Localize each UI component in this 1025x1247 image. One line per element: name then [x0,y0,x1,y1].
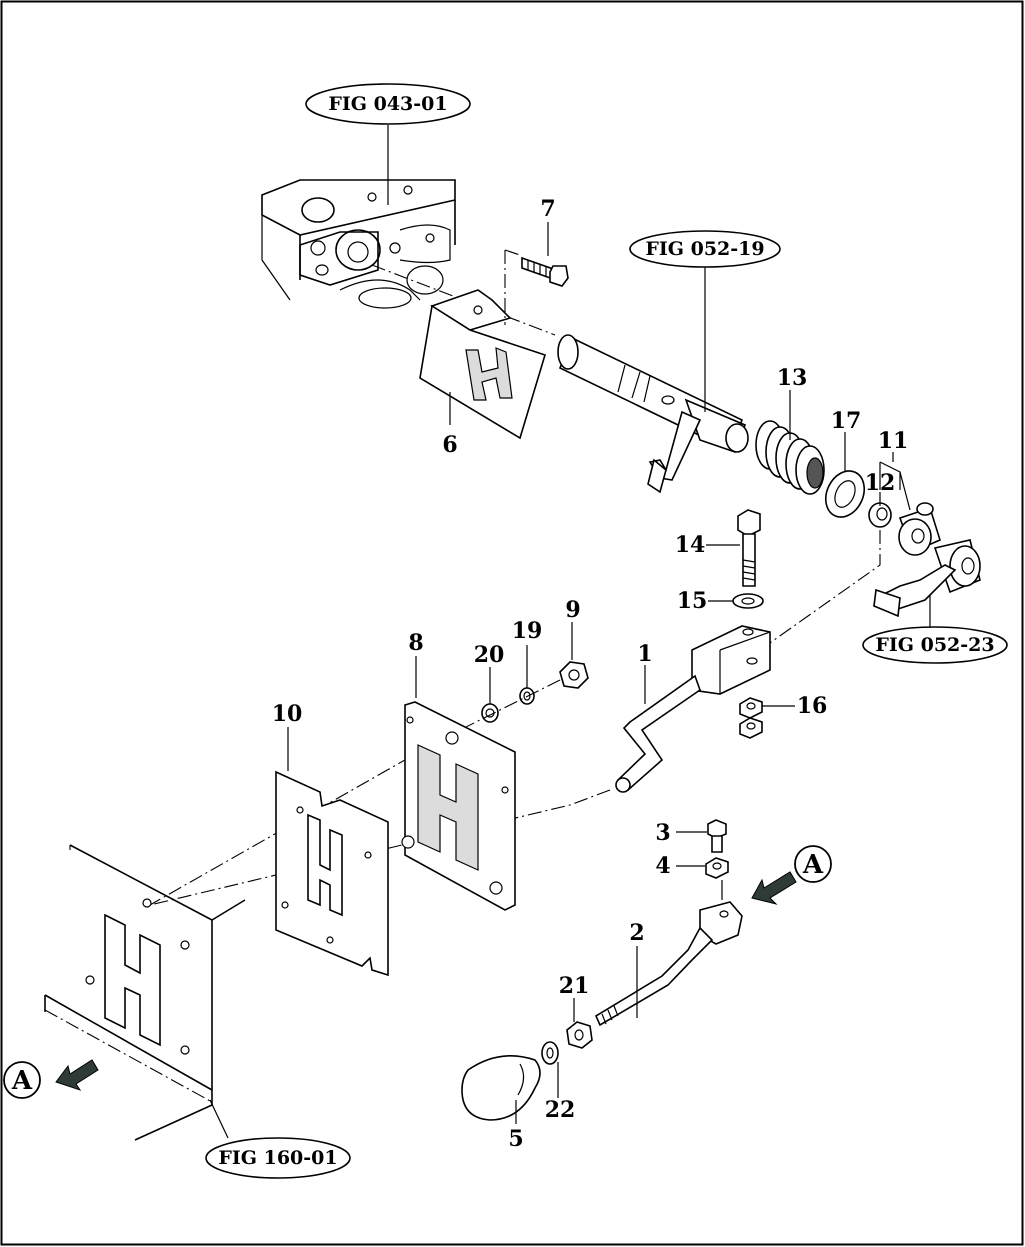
view-arrow-icon [751,871,797,905]
callout-1: 1 [637,641,652,667]
callout-12: 12 [865,470,896,496]
callout-15: 15 [677,588,708,614]
part-12-bushing [868,502,892,528]
ref-fig-052-23-label: FIG 052-23 [875,634,994,656]
part-17-washer [824,470,866,518]
ref-fig-052-23: FIG 052-23 [862,626,1008,664]
ref-fig-052-19: FIG 052-19 [629,230,781,268]
part-10-h-gate-plate [275,770,389,977]
callout-10: 10 [272,701,303,727]
leader-lines [209,125,931,1139]
callout-6: 6 [442,432,457,458]
transmission-housing [261,179,556,336]
part-15-washer [732,593,764,609]
view-a-label-right: A [802,850,824,880]
callout-7: 7 [540,196,555,222]
part-19-lock-washer [519,687,535,705]
part-14-bolt [737,509,761,587]
callout-14: 14 [675,532,706,558]
part-3-bolt [707,819,727,853]
view-a-marker-left: A [3,1059,99,1099]
part-5-knob [461,1054,541,1121]
ref-fig-043-01-label: FIG 043-01 [328,93,447,115]
part-2-lever-extension [594,880,743,1027]
ref-fig-052-19-label: FIG 052-19 [645,238,764,260]
part-4-nut [705,857,729,879]
callout-2: 2 [629,920,644,946]
callout-22: 22 [545,1097,576,1123]
part-7-bolt [504,249,569,325]
part-11-collar [879,461,941,556]
callout-20: 20 [474,642,505,668]
callout-3: 3 [655,820,670,846]
view-arrow-icon [55,1059,99,1091]
part-8-h-gate-plate [401,701,516,911]
callout-19: 19 [512,618,543,644]
callout-11: 11 [878,428,909,454]
callout-16: 16 [797,693,828,719]
callout-9: 9 [565,597,580,623]
part-21-nut [566,1021,593,1049]
callout-21: 21 [559,973,590,999]
callout-17: 17 [831,408,862,434]
part-callouts: 7 13 17 11 12 6 14 15 16 1 9 19 20 8 10 … [272,196,909,1152]
ref-fig-043-01: FIG 043-01 [305,83,471,125]
view-a-marker-right: A [751,845,832,905]
view-a-label-left: A [11,1066,33,1096]
part-13-spring [755,420,825,495]
callout-5: 5 [508,1126,523,1152]
fender-console [44,844,246,1141]
ref-fig-160-01: FIG 160-01 [205,1137,351,1179]
part-20-washer [481,703,499,723]
callout-4: 4 [655,853,670,879]
part-16-nuts [739,697,763,739]
shift-lever-fig-052-23 [759,530,981,651]
callout-8: 8 [408,630,423,656]
callout-13: 13 [777,365,808,391]
part-22-washer [541,1041,559,1065]
shift-shaft-assembly [557,334,749,494]
part-9-nut [559,661,589,689]
part-6-h-guide-plate [419,289,546,440]
ref-fig-160-01-label: FIG 160-01 [218,1147,337,1169]
